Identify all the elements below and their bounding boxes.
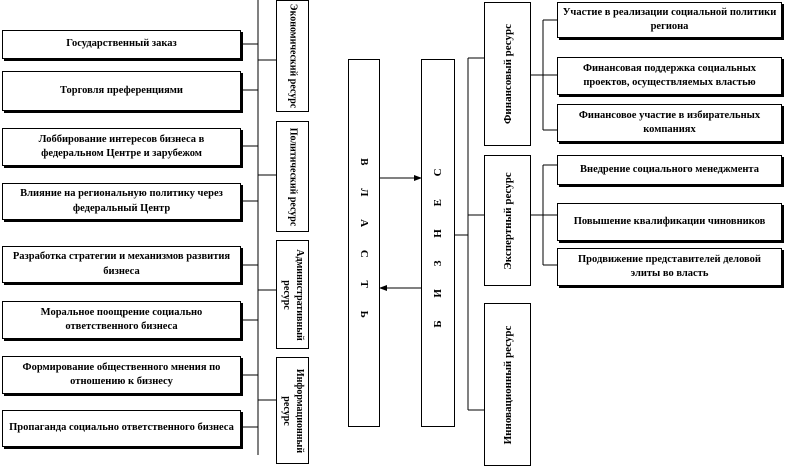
item-election-finance: Финансовое участие в избирательных компа… xyxy=(557,104,782,142)
resource-innovative-label: Инновационный ресурс xyxy=(501,325,514,444)
resource-informational: Информационный ресурс xyxy=(276,357,309,464)
resource-informational-label: Информационный ресурс xyxy=(280,368,305,453)
item-public-opinion: Формирование общественного мнения по отн… xyxy=(2,356,241,394)
resource-political: Политический ресурс xyxy=(276,121,309,232)
item-official-training-text: Повышение квалификации чиновников xyxy=(573,215,766,227)
item-moral-encouragement: Моральное поощрение социально ответствен… xyxy=(2,301,241,339)
resource-expert: Экспертный ресурс xyxy=(484,155,531,286)
resource-innovative: Инновационный ресурс xyxy=(484,303,531,466)
item-social-management-text: Внедрение социального менеджмента xyxy=(580,163,759,175)
item-strategy-development: Разработка стратегии и механизмов развит… xyxy=(2,246,241,283)
item-election-finance-text: Финансовое участие в избирательных компа… xyxy=(578,109,761,135)
item-social-policy-text: Участие в реализации социальной политики… xyxy=(562,6,777,32)
item-preference-trade-text: Торговля преференциями xyxy=(60,84,183,96)
item-social-management: Внедрение социального менеджмента xyxy=(557,155,782,185)
item-lobbying: Лоббирование интересов бизнеса в федерал… xyxy=(2,128,241,166)
resource-administrative: Административный ресурс xyxy=(276,240,309,349)
biznes-label: Б И З Н Е С xyxy=(432,158,444,328)
item-lobbying-text: Лоббирование интересов бизнеса в федерал… xyxy=(38,133,205,159)
item-regional-influence: Влияние на региональную политику через ф… xyxy=(2,183,241,220)
item-moral-encouragement-text: Моральное поощрение социально ответствен… xyxy=(40,306,203,332)
resource-economic-label: Экономический ресурс xyxy=(287,3,298,109)
item-strategy-development-text: Разработка стратегии и механизмов развит… xyxy=(12,251,231,277)
item-state-order-text: Государственный заказ xyxy=(66,38,177,50)
resource-economic: Экономический ресурс xyxy=(276,0,309,112)
item-elite-promotion-text: Продвижение представителей деловой элиты… xyxy=(578,253,761,279)
item-preference-trade: Торговля преференциями xyxy=(2,71,241,111)
resource-financial: Финансовый ресурс xyxy=(484,2,531,146)
item-state-order: Государственный заказ xyxy=(2,30,241,59)
resource-expert-label: Экспертный ресурс xyxy=(501,171,514,270)
vlast-box: В Л А С Т Ь xyxy=(348,59,380,427)
item-propaganda-text: Пропаганда социально ответственного бизн… xyxy=(9,422,234,434)
item-social-policy: Участие в реализации социальной политики… xyxy=(557,2,782,38)
item-financial-support-text: Финансовая поддержка социальных проектов… xyxy=(582,62,757,88)
item-financial-support: Финансовая поддержка социальных проектов… xyxy=(557,57,782,95)
resource-political-label: Политический ресурс xyxy=(287,127,298,226)
item-propaganda: Пропаганда социально ответственного бизн… xyxy=(2,410,241,447)
item-elite-promotion: Продвижение представителей деловой элиты… xyxy=(557,248,782,286)
resource-administrative-label: Административный ресурс xyxy=(280,248,305,341)
item-regional-influence-text: Влияние на региональную политику через ф… xyxy=(20,188,223,214)
item-official-training: Повышение квалификации чиновников xyxy=(557,203,782,241)
item-public-opinion-text: Формирование общественного мнения по отн… xyxy=(22,361,221,387)
resource-financial-label: Финансовый ресурс xyxy=(501,23,514,125)
biznes-box: Б И З Н Е С xyxy=(421,59,455,427)
vlast-label: В Л А С Т Ь xyxy=(358,158,370,328)
